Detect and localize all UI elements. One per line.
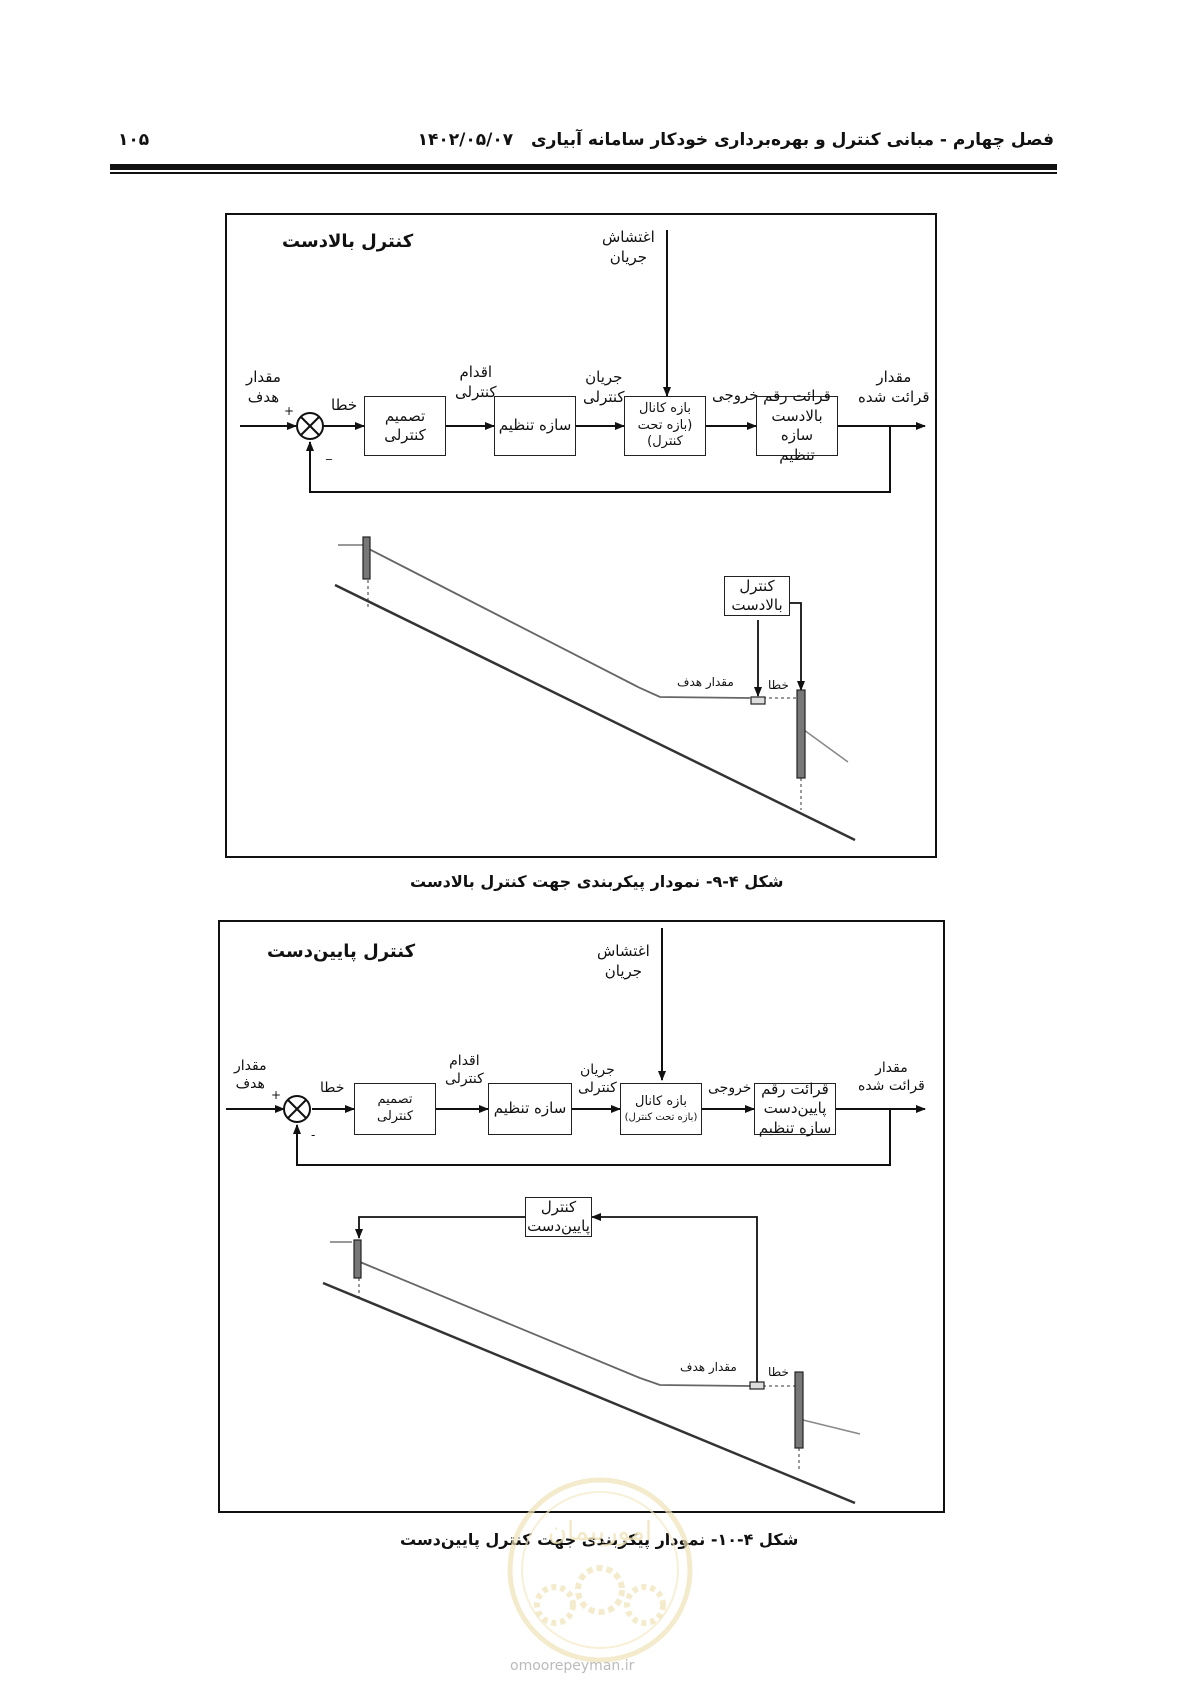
fig2-block-structure: سازه تنظیم	[488, 1083, 572, 1135]
fig1-canal-bed	[334, 583, 856, 842]
fig1-summing-junction	[296, 412, 324, 440]
fig1-caption: شکل ۴-۹- نمودار پیکربندی جهت کنترل بالاد…	[410, 872, 784, 891]
fig1-canal-error-label: خطا	[768, 678, 789, 692]
fig2-downstream-gate	[794, 1371, 804, 1449]
fig2-sensor	[749, 1381, 765, 1390]
watermark-site: omoorepeyman.ir	[510, 1658, 635, 1674]
watermark-logo: امورپیمان	[507, 1477, 693, 1663]
fig2-downstream-water	[802, 1419, 861, 1435]
fig1-downstream-water	[803, 729, 849, 763]
fig2-plus-sign: +	[271, 1088, 282, 1102]
fig1-error-label: خطا	[331, 396, 358, 414]
header-date: ۱۴۰۲/۰۵/۰۷	[417, 130, 514, 150]
fig1-water-surface	[366, 547, 751, 699]
page-number: ۱۰۵	[118, 130, 150, 150]
fig1-minus-sign: _	[326, 446, 332, 460]
page-header-title: فصل چهارم - مبانی کنترل و بهره‌برداری خو…	[418, 130, 1054, 150]
fig1-feedback-line	[306, 426, 891, 493]
figure2-frame	[218, 920, 945, 1513]
fig1-block-structure: سازه تنظیم	[494, 396, 576, 456]
fig2-summing-junction	[283, 1095, 311, 1123]
fig2-caption: شکل ۴-۱۰- نمودار پیکربندی جهت کنترل پایی…	[400, 1530, 799, 1549]
fig2-canal-target-label: مقدار هدف	[680, 1360, 737, 1374]
fig2-title: کنترل پایین‌دست	[267, 941, 416, 962]
fig2-canal-bed	[322, 1281, 856, 1505]
fig1-canal-target-label: مقدار هدف	[677, 675, 734, 689]
fig1-title: کنترل بالادست	[282, 231, 414, 252]
fig1-sensor	[750, 696, 766, 705]
watermark-logo-text: امورپیمان	[548, 1517, 652, 1547]
fig2-upstream-gate	[353, 1239, 362, 1279]
fig2-minus-sign: -	[311, 1128, 316, 1142]
fig2-error-label: خطا	[320, 1080, 345, 1096]
header-rule-thick	[110, 164, 1057, 170]
figure1-frame	[225, 213, 937, 858]
header-rule-thin	[110, 172, 1057, 174]
fig2-feedback-line	[293, 1109, 891, 1166]
fig2-water-surface	[359, 1261, 751, 1387]
fig2-canal-error-label: خطا	[768, 1365, 789, 1379]
fig2-block-reach: بازه کانال(بازه تحت کنترل)	[620, 1083, 702, 1135]
fig2-output-label: خروجی	[708, 1080, 752, 1096]
fig1-downstream-gate	[796, 689, 806, 779]
fig1-upstream-gate	[362, 536, 371, 580]
chapter-title: فصل چهارم - مبانی کنترل و بهره‌برداری خو…	[531, 130, 1054, 150]
fig1-plus-sign: +	[284, 404, 295, 418]
fig1-output-label: خروجی	[712, 386, 759, 404]
